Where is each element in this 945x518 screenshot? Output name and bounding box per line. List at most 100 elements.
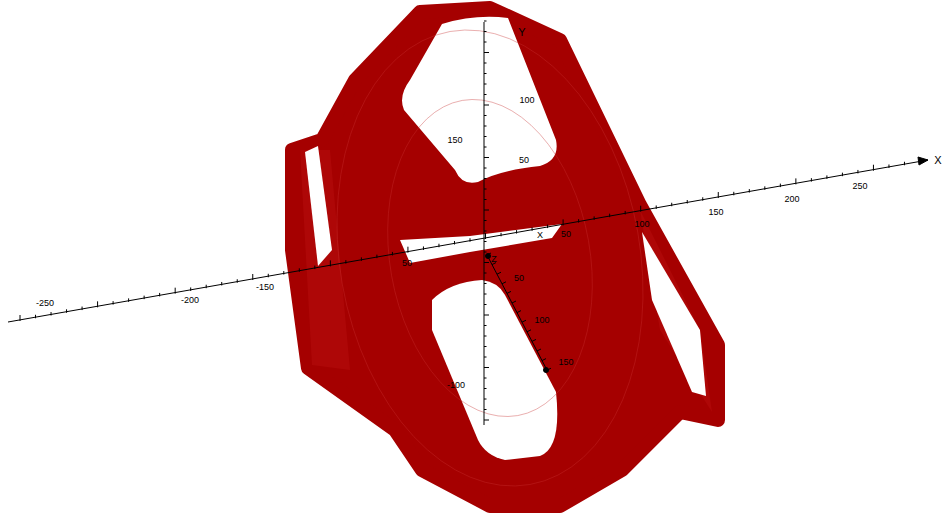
tick — [221, 282, 222, 286]
tick — [517, 311, 521, 313]
tick — [484, 357, 487, 358]
tick — [563, 219, 564, 225]
tick — [484, 388, 487, 389]
tick — [20, 315, 21, 321]
tick — [345, 260, 346, 264]
tick — [206, 285, 207, 289]
tick — [888, 164, 889, 168]
tick — [361, 257, 362, 261]
tick — [144, 296, 145, 300]
tick — [484, 325, 487, 326]
tick — [484, 367, 489, 368]
tick — [749, 189, 750, 193]
tick — [484, 399, 487, 400]
tick — [484, 105, 489, 106]
tick — [484, 409, 487, 410]
tick — [470, 238, 471, 242]
axes — [8, 21, 928, 425]
tick — [175, 288, 176, 294]
axis-label: -250 — [36, 299, 54, 308]
tick — [532, 227, 533, 231]
tick — [392, 252, 393, 256]
tick — [484, 378, 487, 379]
tick — [484, 73, 487, 74]
tick — [780, 184, 781, 188]
axis-label: 100 — [534, 316, 549, 325]
tick — [522, 320, 526, 322]
axis-label: 100 — [519, 96, 534, 105]
axis-label: 50 — [519, 156, 529, 165]
tick — [484, 52, 489, 53]
tick — [66, 309, 67, 313]
tick — [314, 266, 315, 270]
origin-dot — [486, 254, 491, 259]
mesh-lines — [302, 5, 677, 510]
tick — [512, 301, 516, 303]
tick — [484, 220, 487, 221]
tick — [82, 307, 83, 311]
tick — [484, 315, 489, 316]
axis-label: 100 — [634, 220, 649, 229]
tick — [128, 298, 129, 302]
axis-arrow — [918, 157, 928, 165]
tick — [438, 244, 439, 248]
body-surface — [292, 8, 718, 506]
tick — [625, 211, 626, 215]
tick — [237, 279, 238, 283]
tick — [484, 21, 487, 22]
solid-body — [292, 5, 718, 510]
tick — [159, 293, 160, 297]
tick — [484, 262, 489, 263]
tick — [718, 192, 719, 198]
tick — [920, 159, 921, 163]
axis-label: -150 — [256, 283, 274, 292]
tick — [904, 162, 905, 166]
tick — [407, 247, 408, 253]
tick — [484, 283, 487, 284]
tick — [484, 94, 487, 95]
tick — [826, 175, 827, 179]
tick — [857, 170, 858, 174]
axis-label: 50 — [402, 259, 412, 268]
tick — [252, 274, 253, 280]
tick — [547, 225, 548, 229]
tick — [702, 197, 703, 201]
axis-label: 50 — [514, 274, 524, 283]
tick — [484, 31, 487, 32]
tick — [484, 420, 489, 421]
tick — [376, 255, 377, 259]
tick — [487, 253, 491, 255]
tick — [547, 368, 551, 370]
tick — [764, 186, 765, 190]
tick — [484, 210, 489, 211]
tick — [484, 126, 487, 127]
axis-label: 150 — [708, 208, 723, 217]
tick — [51, 312, 52, 316]
tick — [842, 173, 843, 177]
tick — [485, 233, 486, 239]
axis-label: -100 — [447, 381, 465, 390]
tick — [484, 241, 487, 242]
tick — [733, 192, 734, 196]
tick — [578, 219, 579, 223]
tick — [501, 233, 502, 237]
tick — [484, 231, 487, 232]
tick — [537, 349, 541, 351]
tick — [497, 272, 501, 274]
tick — [35, 315, 36, 319]
tick — [687, 200, 688, 204]
tick — [484, 336, 487, 337]
tick — [640, 206, 641, 212]
tick — [113, 301, 114, 305]
axis-label: 150 — [447, 136, 462, 145]
tick — [671, 203, 672, 207]
axis-label: 200 — [784, 195, 799, 204]
tick — [484, 199, 487, 200]
tick — [268, 274, 269, 278]
x-axis — [8, 160, 928, 322]
tick — [283, 271, 284, 275]
tick — [527, 330, 531, 332]
tick — [484, 346, 487, 347]
tick — [454, 241, 455, 245]
